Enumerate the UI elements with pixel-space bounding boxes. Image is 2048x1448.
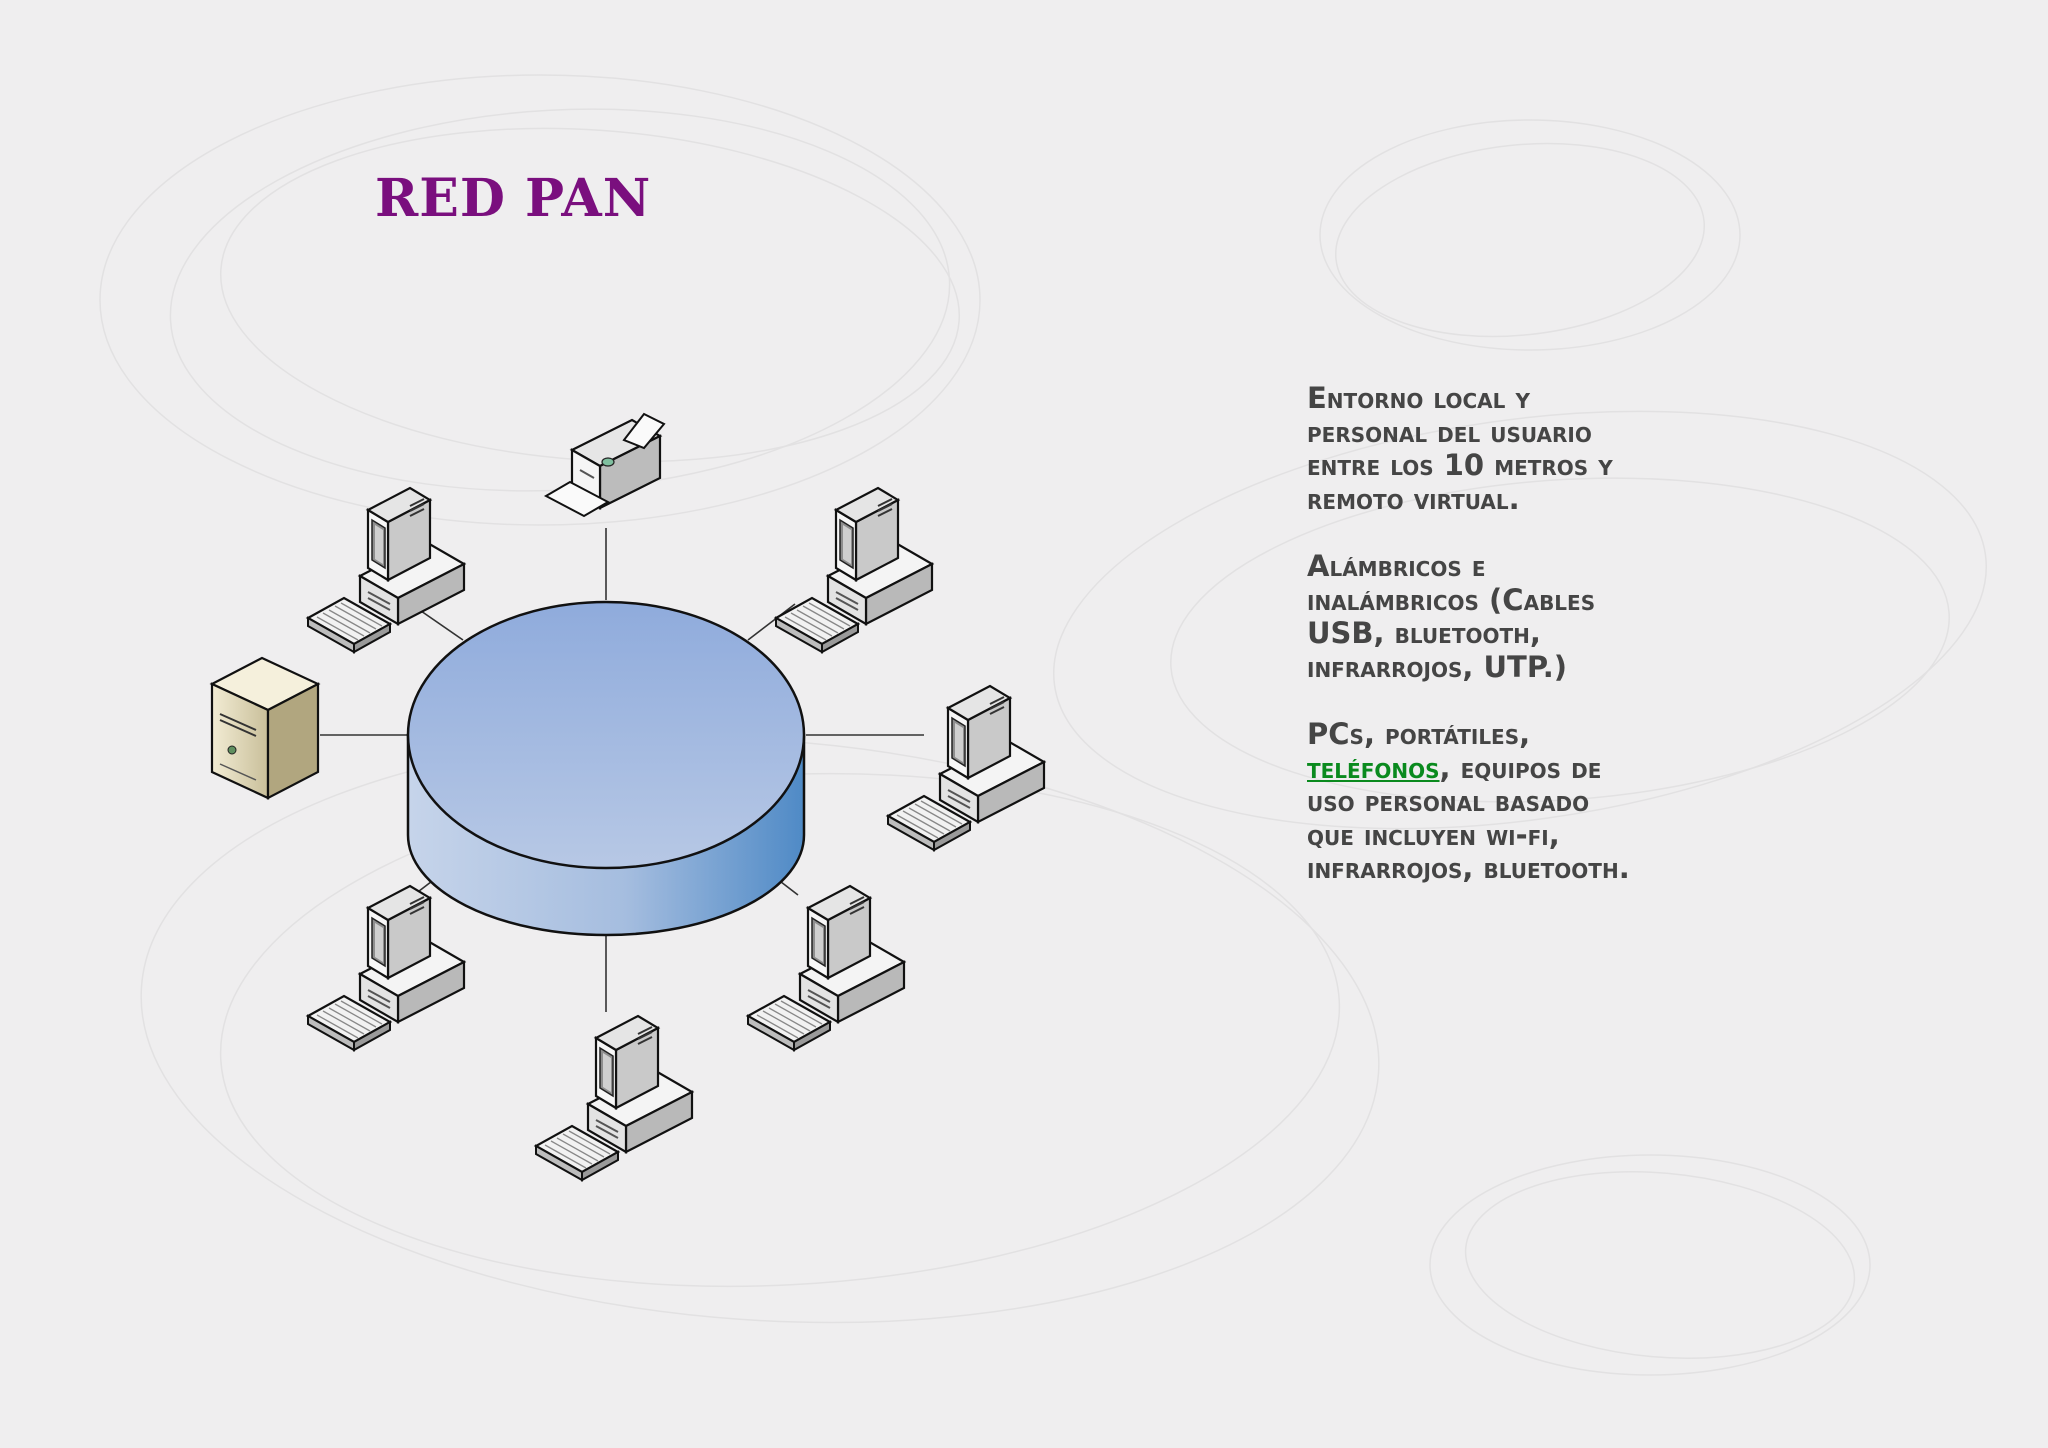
network-hub-cylinder bbox=[408, 602, 804, 935]
printer-icon bbox=[546, 414, 664, 516]
description-paragraph: Alámbricos e inalámbricos (Cables USB, b… bbox=[1307, 550, 1947, 684]
text-line: , equipos de bbox=[1440, 751, 1602, 785]
text-line: PCs, portátiles, bbox=[1307, 717, 1530, 751]
text-line: uso personal basado bbox=[1307, 784, 1589, 818]
text-line: inalámbricos (Cables bbox=[1307, 583, 1595, 617]
text-line: remoto virtual. bbox=[1307, 482, 1520, 516]
workstation-icon bbox=[536, 1016, 692, 1180]
text-line: infrarrojos, bluetooth. bbox=[1307, 851, 1630, 885]
text-line: USB, bluetooth, bbox=[1307, 616, 1541, 650]
workstation-icon bbox=[308, 488, 464, 652]
workstation-icon bbox=[888, 686, 1044, 850]
server-icon bbox=[212, 658, 318, 798]
telefonos-link[interactable]: teléfonos bbox=[1307, 751, 1440, 785]
text-line: infrarrojos, UTP.) bbox=[1307, 650, 1567, 684]
text-line: que incluyen wi-fi, bbox=[1307, 818, 1560, 852]
workstation-icon bbox=[748, 886, 904, 1050]
text-line: entre los 10 metros y bbox=[1307, 448, 1613, 482]
description-paragraph: PCs, portátiles, teléfonos, equipos de u… bbox=[1307, 718, 1947, 886]
workstation-icon bbox=[776, 488, 932, 652]
text-line: personal del usuario bbox=[1307, 415, 1592, 449]
description-paragraph: Entorno local y personal del usuario ent… bbox=[1307, 382, 1947, 516]
description-text: Entorno local y personal del usuario ent… bbox=[1307, 382, 1947, 920]
text-line: Entorno local y bbox=[1307, 381, 1530, 415]
workstation-icon bbox=[308, 886, 464, 1050]
page-title: RED PAN bbox=[375, 168, 651, 229]
text-line: Alámbricos e bbox=[1307, 549, 1486, 583]
